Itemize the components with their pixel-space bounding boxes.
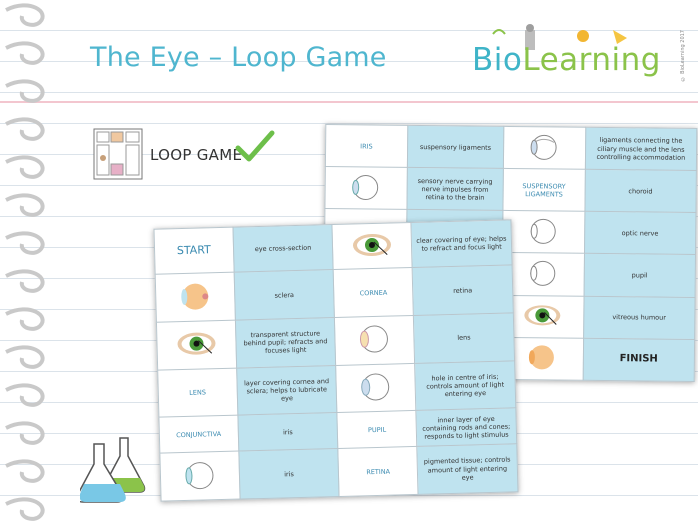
definition-cell: lens <box>413 312 515 364</box>
table-row: sclera CORNEA retina <box>155 265 514 323</box>
term-cell: RETINA <box>338 446 419 497</box>
spiral-binding <box>5 3 45 521</box>
finish-cell: FINISH <box>582 338 695 382</box>
header-divider <box>0 101 698 103</box>
table-row: OPTIC NERVE ciliary muscle optic nerve <box>324 208 696 255</box>
eye-photo-icon <box>332 222 413 270</box>
loop-cards-thumbnail-icon <box>93 128 143 180</box>
term-cell: IRIS <box>325 124 408 168</box>
term-cell: LENS <box>157 367 238 418</box>
table-row: iris RETINA pigmented tissue; controls a… <box>159 444 518 502</box>
loop-card-back: IRIS suspensory ligaments ligaments conn… <box>322 124 698 382</box>
loop-card-front: START eye cross-section clear covering o… <box>153 219 519 502</box>
definition-cell: ligaments connecting the ciliary muscle … <box>585 127 697 171</box>
page-title: The Eye – Loop Game <box>90 42 387 73</box>
biolearning-logo: BioLearning <box>472 42 661 78</box>
eye-diagram-icon <box>502 252 585 296</box>
definition-cell: suspensory ligaments <box>406 125 504 169</box>
eye-diagram-icon <box>334 315 415 366</box>
logo-prefix: Bio <box>472 42 523 78</box>
eye-diagram-icon <box>324 166 407 210</box>
definition-cell: iris <box>238 448 340 500</box>
table-row: LENS layer covering cornea and sclera; h… <box>157 360 516 418</box>
loop-card-front-table: START eye cross-section clear covering o… <box>153 219 518 502</box>
term-cell: CORNEA <box>333 267 414 318</box>
definition-cell: pupil <box>583 253 696 298</box>
definition-cell: iris <box>237 412 339 452</box>
definition-cell: sclera <box>233 269 335 321</box>
definition-cell: inner layer of eye containing rods and c… <box>415 408 517 447</box>
loop-game-label: LOOP GAME <box>150 146 243 164</box>
definition-cell: eye cross-section <box>232 224 334 273</box>
term-cell: SUSPENSORY LIGAMENTS <box>503 168 586 212</box>
start-cell: START <box>154 227 234 275</box>
table-row: FINISH <box>323 335 695 382</box>
term-cell: CONJUNCTIVA <box>158 415 239 454</box>
definition-cell: pigmented tissue; controls amount of lig… <box>416 444 518 495</box>
copyright-text: © BioLearning 2017 <box>680 30 686 82</box>
table-row: sensory nerve carrying nerve impulses fr… <box>324 166 697 213</box>
eye-diagram-icon <box>159 451 240 502</box>
eye-photo-icon <box>156 320 237 370</box>
table-row: START eye cross-section clear covering o… <box>154 219 513 275</box>
definition-cell: sensory nerve carrying nerve impulses fr… <box>406 167 504 211</box>
eye-orange-icon <box>501 337 584 381</box>
table-row: IRIS suspensory ligaments ligaments conn… <box>325 124 697 171</box>
eye-diagram-icon <box>336 363 416 413</box>
definition-cell: hole in centre of iris; controls amount … <box>414 360 516 411</box>
eye-orange-icon <box>155 272 235 323</box>
definition-cell: optic nerve <box>584 211 696 255</box>
biolearning-logo-art <box>492 24 627 50</box>
logo-suffix: Learning <box>522 42 661 78</box>
definition-cell: retina <box>412 265 514 316</box>
lab-flasks-icon <box>80 437 146 503</box>
definition-cell: transparent structure behind pupil; refr… <box>234 317 337 368</box>
eye-diagram-icon <box>503 126 586 170</box>
eye-diagram-icon <box>502 210 585 254</box>
definition-cell: layer covering cornea and sclera; helps … <box>236 365 338 416</box>
term-cell: PUPIL <box>337 410 417 449</box>
loop-card-back-table: IRIS suspensory ligaments ligaments conn… <box>323 124 698 382</box>
table-row: transparent structure behind pupil; refr… <box>156 312 515 370</box>
definition-cell: choroid <box>584 169 697 213</box>
eye-photo-icon <box>501 295 584 339</box>
table-row: pupil <box>324 251 696 298</box>
checkmark-icon <box>235 130 275 162</box>
definition-cell: clear covering of eye; helps to refract … <box>410 219 513 268</box>
definition-cell: vitreous humour <box>583 295 696 340</box>
table-row: vitreous humour <box>323 293 696 340</box>
